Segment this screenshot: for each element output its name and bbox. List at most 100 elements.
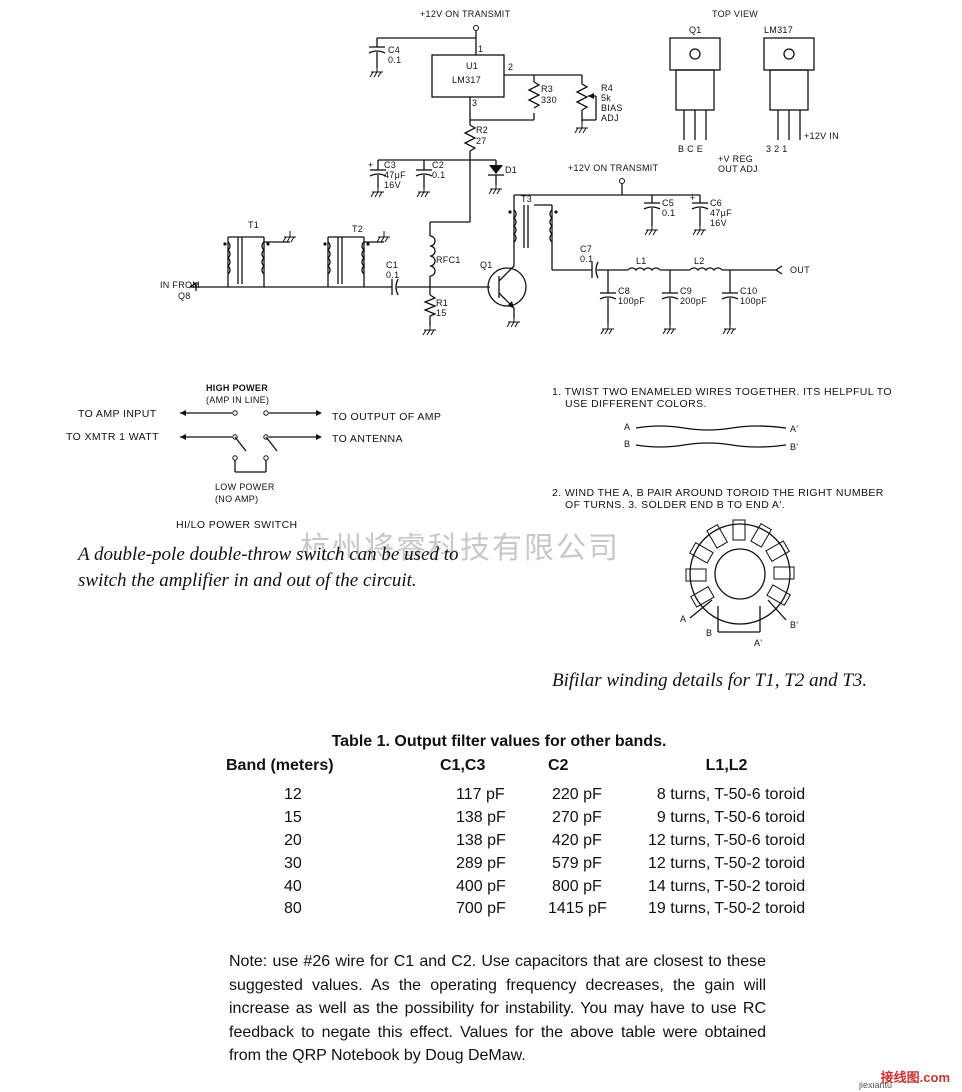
- lm317-package: [763, 37, 815, 140]
- t1-label: T1: [248, 220, 259, 230]
- u1-part: LM317: [452, 75, 481, 85]
- r2-resistor: [463, 124, 477, 152]
- switch-to-output-of-amp: TO OUTPUT OF AMP: [332, 411, 441, 423]
- u1-pin-3: 3: [472, 98, 477, 108]
- switch-to-amp-input: TO AMP INPUT: [78, 408, 157, 420]
- cell-c2: 579 pF: [552, 854, 602, 872]
- bifilar-step1-line2: USE DIFFERENT COLORS.: [565, 398, 707, 410]
- cell-l1-l2: 14 turns, T-50-2 toroid: [648, 877, 806, 895]
- top-supply-label: +12V ON TRANSMIT: [420, 9, 511, 19]
- c6-voltage: 16V: [710, 218, 727, 228]
- cell-band: 80: [284, 900, 302, 918]
- c8-value: 100pF: [618, 296, 645, 306]
- in-source: Q8: [178, 291, 191, 301]
- top-view-lm317-label: LM317: [764, 25, 793, 35]
- table-row: 15 138 pF 270 pF 9 turns, T-50-6 toroid: [226, 807, 805, 830]
- r3-label: R3: [541, 84, 553, 94]
- lm317-note-2: OUT ADJ: [718, 164, 758, 174]
- switch-low-power: LOW POWER: [215, 482, 275, 492]
- top-view-q1-label: Q1: [689, 25, 702, 35]
- r2-label: R2: [476, 125, 488, 135]
- u1-label: U1: [466, 61, 478, 71]
- cell-c2: 220 pF: [552, 786, 602, 804]
- cell-c1-c3: 700 pF: [456, 900, 506, 918]
- cell-l1-l2: 12 turns, T-50-6 toroid: [648, 831, 806, 849]
- cell-c2: 420 pF: [552, 831, 602, 849]
- watermark: 杭州将睿科技有限公司: [300, 531, 620, 566]
- filter-table: Band (meters) C1,C3 C2 L1,L2 12 117 pF 2…: [226, 756, 805, 921]
- t2-label: T2: [352, 224, 363, 234]
- r4-potentiometer: [575, 83, 589, 111]
- table-row: 80 700 pF 1415 pF 19 turns, T-50-2 toroi…: [226, 898, 805, 921]
- r4-note-1: BIAS: [601, 103, 623, 113]
- mid-supply-label: +12V ON TRANSMIT: [568, 163, 659, 173]
- table-row: 30 289 pF 579 pF 12 turns, T-50-2 toroid: [226, 852, 805, 875]
- toroid-b-end-label: B': [790, 620, 798, 630]
- c2-value: 0.1: [432, 170, 445, 180]
- l1-inductor: [627, 267, 661, 272]
- c5-value: 0.1: [662, 208, 675, 218]
- wire-b-label: B: [624, 439, 630, 449]
- switch-title: HI/LO POWER SWITCH: [176, 519, 298, 531]
- header-l1-l2: L1,L2: [705, 757, 748, 774]
- out-label: OUT: [790, 265, 810, 275]
- c3-value: 47μF: [384, 170, 406, 180]
- cell-l1-l2: 8 turns, T-50-6 toroid: [656, 786, 806, 804]
- lm317-note-1: +V REG: [718, 154, 753, 164]
- table-header-row: Band (meters) C1,C3 C2 L1,L2: [226, 756, 805, 784]
- t2-transformer: [323, 236, 384, 287]
- note-paragraph: Note: use #26 wire for C1 and C2. Use ca…: [229, 953, 766, 1065]
- svg-text:+: +: [690, 193, 696, 203]
- c6-label: C6: [710, 198, 722, 208]
- cell-band: 12: [284, 786, 302, 804]
- svg-text:+: +: [368, 160, 374, 170]
- r1-label: R1: [436, 298, 448, 308]
- r3-resistor: [527, 81, 541, 109]
- u1-pin-1: 1: [478, 44, 483, 54]
- c3-label: C3: [384, 160, 396, 170]
- q1-pin-labels: B C E: [678, 144, 703, 154]
- header-c1-c3: C1,C3: [440, 757, 486, 774]
- c6-value: 47μF: [710, 208, 732, 218]
- mid-supply-terminal: [619, 178, 625, 184]
- brand-subtext: jiexiantu: [858, 1080, 892, 1090]
- c10-label: C10: [740, 286, 757, 296]
- bifilar-instructions: 1. TWIST TWO ENAMELED WIRES TOGETHER. IT…: [552, 386, 892, 511]
- rfc1-label: RFC1: [436, 255, 461, 265]
- bifilar-step1-line1: 1. TWIST TWO ENAMELED WIRES TOGETHER. IT…: [552, 386, 892, 398]
- l2-label: L2: [694, 256, 705, 266]
- toroid-a-label: A: [680, 614, 686, 624]
- r1-value: 15: [436, 308, 447, 318]
- table-row: 40 400 pF 800 pF 14 turns, T-50-2 toroid: [226, 875, 805, 898]
- wire-a: [635, 425, 787, 431]
- hi-lo-power-switch: HIGH POWER (AMP IN LINE) TO AMP INPUT TO…: [66, 383, 441, 531]
- cell-band: 40: [284, 877, 302, 895]
- u1-pin-2: 2: [508, 62, 513, 72]
- header-band: Band (meters): [226, 757, 334, 774]
- l1-label: L1: [636, 256, 647, 266]
- switch-to-antenna: TO ANTENNA: [332, 433, 403, 445]
- c4-label: C4: [388, 45, 400, 55]
- r4-value: 5k: [601, 93, 611, 103]
- cell-l1-l2: 9 turns, T-50-6 toroid: [656, 809, 806, 827]
- c8-label: C8: [618, 286, 630, 296]
- bifilar-step2-line2: OF TURNS. 3. SOLDER END B TO END A'.: [565, 499, 785, 511]
- r4-label: R4: [601, 83, 613, 93]
- switch-high-power: HIGH POWER: [206, 383, 268, 393]
- d1-label: D1: [505, 165, 517, 175]
- switch-to-xmtr: TO XMTR 1 WATT: [66, 431, 159, 443]
- c2-label: C2: [432, 160, 444, 170]
- toroid-drawing: [685, 519, 795, 633]
- cell-c1-c3: 138 pF: [456, 831, 506, 849]
- cell-band: 15: [284, 809, 302, 827]
- bifilar-step2-line1: 2. WIND THE A, B PAIR AROUND TOROID THE …: [552, 487, 884, 499]
- cell-c2: 800 pF: [552, 877, 602, 895]
- l2-inductor: [689, 267, 723, 272]
- r4-note-2: ADJ: [601, 113, 619, 123]
- c9-label: C9: [680, 286, 692, 296]
- switch-amp-in-line: (AMP IN LINE): [206, 395, 269, 405]
- brand-logo: 接线图.com: [880, 1070, 950, 1085]
- switch-caption: A double-pole double-throw switch can be…: [78, 544, 459, 591]
- table-row: 12 117 pF 220 pF 8 turns, T-50-6 toroid: [226, 784, 805, 807]
- cell-c2: 270 pF: [552, 809, 602, 827]
